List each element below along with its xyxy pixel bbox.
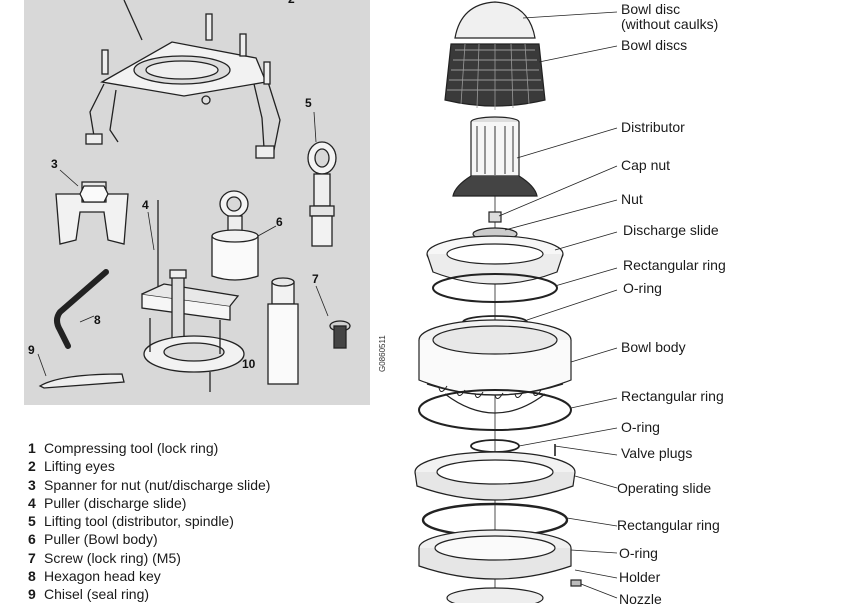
lifting-tool-drawing (307, 141, 337, 247)
callout-3: 3 (51, 157, 58, 171)
part-label-distributor: Distributor (621, 119, 685, 135)
part-label-rectangular-ring: Rectangular ring (621, 388, 724, 404)
part-label-valve-plugs: Valve plugs (621, 445, 693, 461)
screw-drawing (329, 320, 351, 349)
tools-illustration: 2 3 4 5 6 7 8 9 10 (24, 0, 370, 405)
part-label-bowl-discs: Bowl discs (621, 37, 688, 53)
tools-drawing (37, 0, 351, 392)
callout-8: 8 (94, 313, 101, 327)
bowl-disc-stack-drawing (444, 1, 546, 110)
rectangular-ring-drawing (432, 273, 558, 303)
part-label-nozzle: Nozzle (619, 591, 662, 607)
callout-9: 9 (28, 343, 35, 357)
discharge-slide-drawing (426, 235, 564, 285)
bowl-body-drawing (418, 319, 572, 414)
callout-2: 2 (288, 0, 295, 6)
callout-7: 7 (312, 272, 319, 286)
holder-drawing (418, 529, 572, 580)
part-label-rectangular-ring: Rectangular ring (617, 517, 720, 533)
part-label-rectangular-ring: Rectangular ring (623, 257, 726, 273)
callout-4: 4 (142, 198, 149, 212)
part-label-o-ring: O-ring (619, 545, 658, 561)
discharge-slide-puller-drawing (141, 200, 245, 392)
compressing-tool-drawing (85, 0, 281, 159)
exploded-bowl-drawing (414, 1, 618, 603)
part-label-holder: Holder (619, 569, 661, 585)
distributor-drawing (452, 116, 538, 197)
callout-10: 10 (242, 357, 256, 371)
part-label-bowl-body: Bowl body (621, 339, 686, 355)
spanner-drawing (55, 181, 129, 245)
part-label-o-ring: O-ring (623, 280, 662, 296)
rectangular-ring-drawing (418, 389, 572, 431)
callout-5: 5 (305, 96, 312, 110)
nozzle-drawing (570, 579, 582, 587)
callout-6: 6 (276, 215, 283, 229)
operating-slide-drawing (414, 451, 576, 501)
part-label-nut: Nut (621, 191, 643, 207)
hexagon-key-drawing (54, 269, 109, 349)
part-label-operating-slide: Operating slide (617, 480, 712, 496)
part-label-o-ring: O-ring (621, 419, 660, 435)
part-label-discharge-slide: Discharge slide (623, 222, 719, 238)
part-label-bowl-disc: Bowl disc (without caulks) (621, 1, 719, 32)
part-label-cap-nut: Cap nut (621, 157, 671, 173)
bowl-body-puller-drawing (211, 190, 259, 281)
drawing-id: G0860511 (378, 335, 387, 372)
chisel-drawing (38, 373, 125, 389)
cylinder-tool-drawing (267, 277, 299, 385)
